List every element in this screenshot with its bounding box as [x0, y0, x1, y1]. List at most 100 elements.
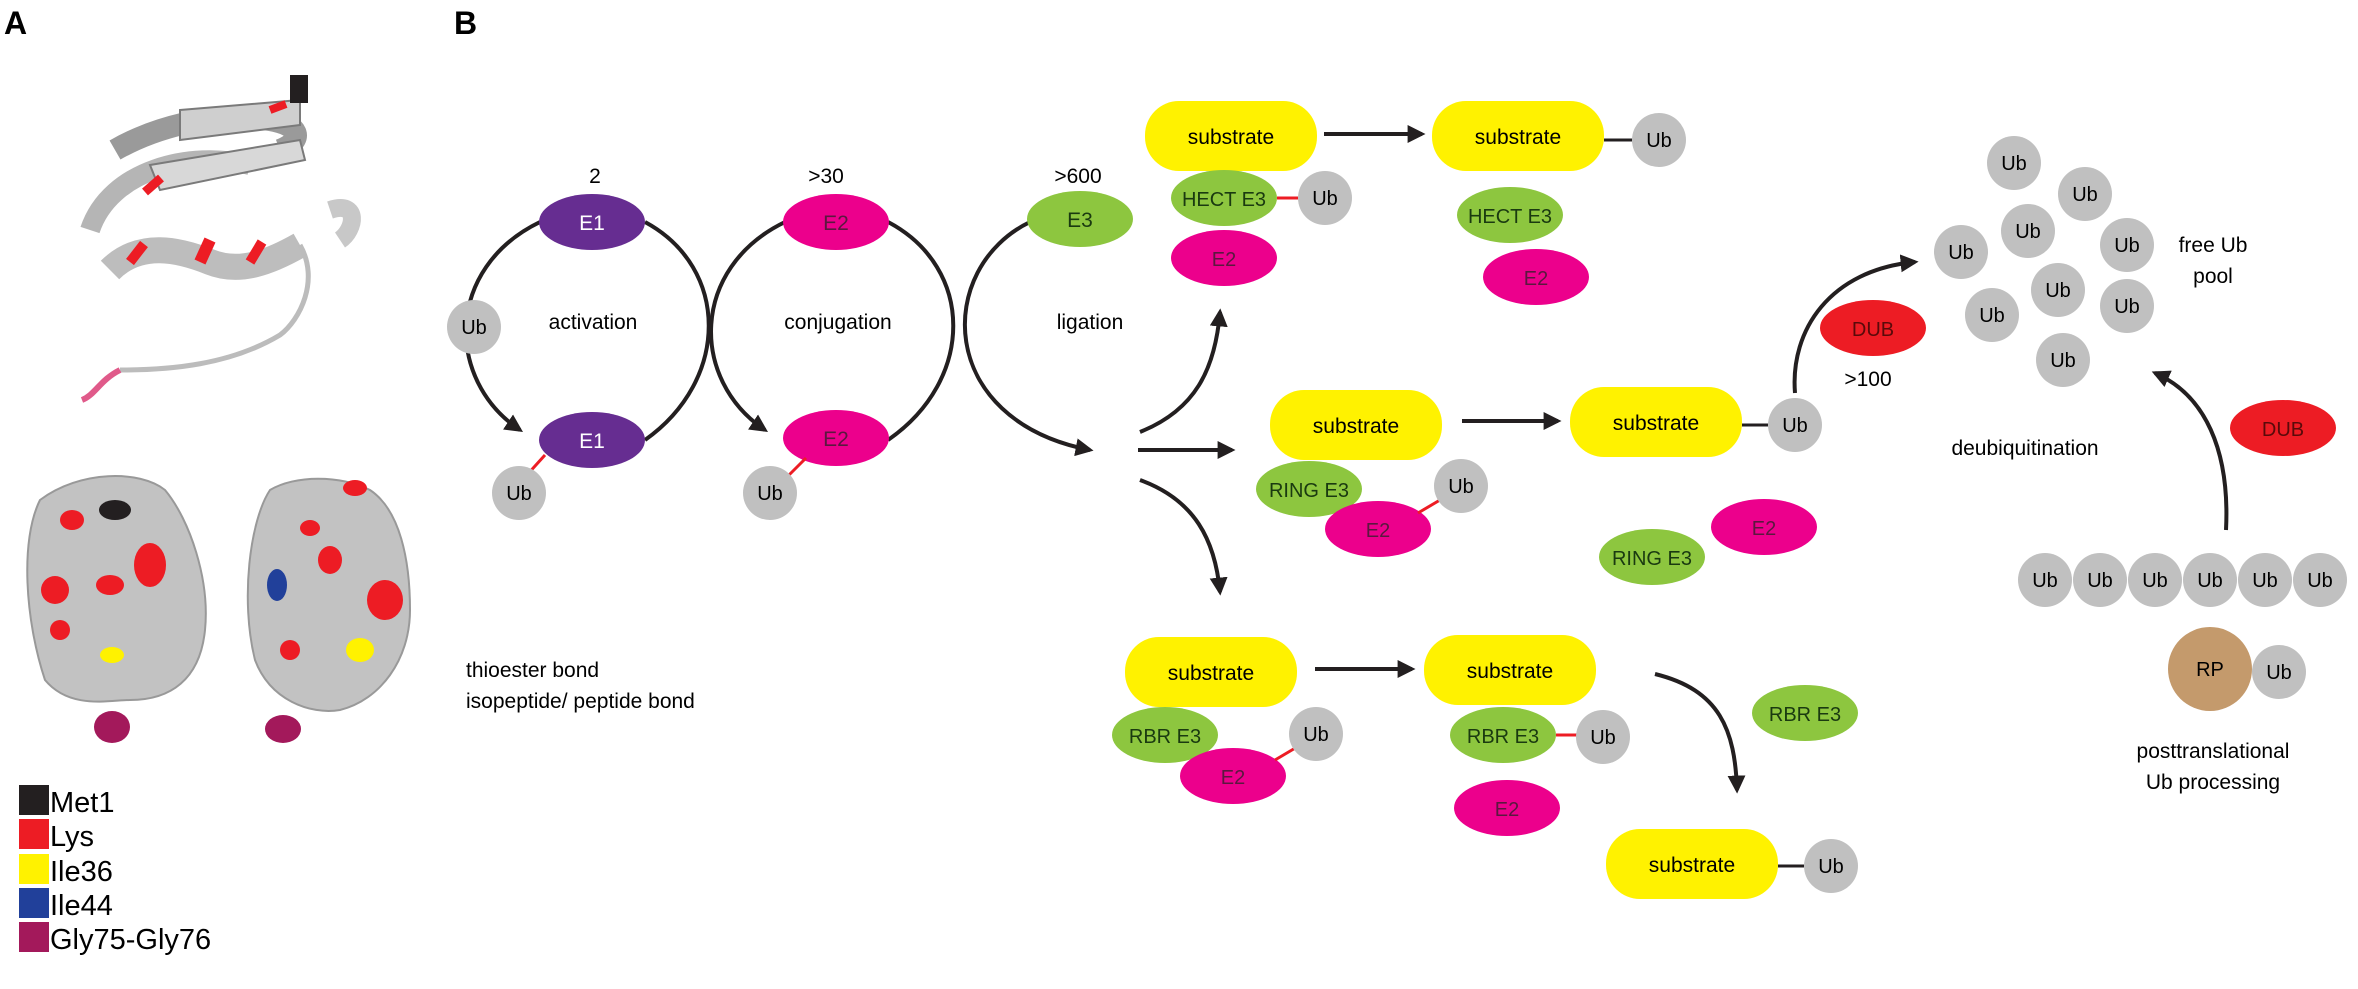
e2-top-label: E2 [823, 212, 849, 235]
pool-ub: Ub [2058, 167, 2112, 221]
hect-e2-2: E2 [1483, 249, 1589, 305]
svg-text:Ub: Ub [2252, 570, 2278, 592]
hect-substrate-2-label: substrate [1475, 126, 1561, 149]
dub-2-label: DUB [2262, 419, 2304, 441]
ring-e3-1: RING E3 [1256, 461, 1362, 517]
rp-label: RP [2196, 659, 2224, 681]
dub-1-label: DUB [1852, 319, 1894, 341]
thioester-bond-legend: thioester bond [466, 659, 599, 682]
legend-label-gly75-gly76: Gly75-Gly76 [50, 924, 211, 956]
e3-count: >600 [1054, 165, 1101, 188]
legend-label-ile44: Ile44 [50, 890, 113, 922]
hect-e3-1-label: HECT E3 [1182, 189, 1266, 211]
rbr-e3-2-label: RBR E3 [1467, 726, 1539, 748]
hect-substrate-2: substrate [1432, 101, 1604, 171]
ring-e3-1-label: RING E3 [1269, 480, 1349, 502]
ub-e1-bound-label: Ub [506, 483, 532, 505]
pool-ub: Ub [2036, 333, 2090, 387]
dub-2: DUB [2230, 400, 2336, 456]
processing-label-line2: Ub processing [2146, 771, 2280, 794]
ring-e3-2-label: RING E3 [1612, 548, 1692, 570]
legend-item-met1: Met1 [19, 785, 114, 819]
chain-ub: Ub [2183, 553, 2237, 607]
e1-bottom-label: E1 [579, 430, 605, 453]
dub-1: DUB [1820, 300, 1926, 356]
pool-ub: Ub [2100, 279, 2154, 333]
svg-text:Ub: Ub [2045, 280, 2071, 302]
deubiquitination-label: deubiquitination [1951, 437, 2098, 460]
ubiquitin-surface-right [246, 477, 412, 743]
ring-substrate-1: substrate [1270, 390, 1442, 460]
legend-label-ile36: Ile36 [50, 856, 113, 888]
ub-free-activation-label: Ub [461, 317, 487, 339]
hect-substrate-1-label: substrate [1188, 126, 1274, 149]
rbr-substrate-1: substrate [1125, 637, 1297, 707]
conjugation-cycle-right-arc [886, 220, 956, 442]
legend-label-met1: Met1 [50, 787, 114, 819]
branch-arrow-hect [1139, 308, 1228, 434]
hect-e2-1-label: E2 [1212, 249, 1236, 271]
activation-cycle-right-arc [643, 220, 711, 442]
rbr-e2-2-label: E2 [1495, 799, 1519, 821]
ring-e3-2: RING E3 [1599, 529, 1705, 585]
conjugation-cycle-left-arc [709, 220, 786, 433]
legend-item-ile44: Ile44 [19, 888, 113, 922]
rbr-substrate-2: substrate [1424, 635, 1596, 705]
ub-ring-bound: Ub [1434, 459, 1488, 513]
svg-text:Ub: Ub [2307, 570, 2333, 592]
rbr-e3-3-label: RBR E3 [1769, 704, 1841, 726]
ub-free-activation: Ub [447, 300, 501, 354]
chain-ub: Ub [2293, 553, 2347, 607]
e3-top: E3 [1027, 191, 1133, 247]
conjugation-label: conjugation [784, 311, 891, 334]
legend-item-ile36: Ile36 [19, 854, 113, 888]
chain-ub: Ub [2018, 553, 2072, 607]
pool-ub: Ub [2001, 204, 2055, 258]
e1-top-label: E1 [579, 212, 605, 235]
rbr-substrate-3-label: substrate [1649, 854, 1735, 877]
isopeptide-bond-legend: isopeptide/ peptide bond [466, 690, 695, 713]
rbr-e2-ub-thioester-bond [1274, 745, 1298, 762]
rbr-e2-2: E2 [1454, 780, 1560, 836]
rbr-substrate-3: substrate [1606, 829, 1778, 899]
ub-ring-bound-label: Ub [1448, 476, 1474, 498]
legend-item-gly75-gly76: Gly75-Gly76 [19, 922, 211, 956]
ligation-label: ligation [1057, 311, 1124, 334]
pool-ub: Ub [2100, 218, 2154, 272]
ubiquitin-ribbon-structure [80, 75, 361, 403]
ub-hect-product-label: Ub [1646, 130, 1672, 152]
rbr-e3-1-label: RBR E3 [1129, 726, 1201, 748]
pool-ub: Ub [1934, 225, 1988, 279]
rbr-e2-1: E2 [1180, 748, 1286, 804]
residue-legend: Met1 Lys Ile36 Ile44 Gly75-Gly76 [19, 785, 211, 956]
processing-label-line1: posttranslational [2137, 740, 2290, 763]
ring-e2-ub-thioester-bond [1417, 498, 1441, 515]
svg-text:Ub: Ub [2142, 570, 2168, 592]
panel-a-label: A [4, 5, 27, 41]
ub-e2-bound-label: Ub [757, 483, 783, 505]
pool-ub: Ub [1987, 136, 2041, 190]
ub-e1-bound: Ub [492, 466, 546, 520]
ring-substrate-2-label: substrate [1613, 412, 1699, 435]
e2-count: >30 [808, 165, 844, 188]
rbr-e3-2: RBR E3 [1450, 707, 1556, 763]
e2-bottom-label: E2 [823, 428, 849, 451]
legend-label-lys: Lys [50, 821, 94, 853]
legend-item-lys: Lys [19, 819, 94, 853]
hect-e3-2-label: HECT E3 [1468, 206, 1552, 228]
hect-substrate-1: substrate [1145, 101, 1317, 171]
processing-arrow [2151, 370, 2229, 531]
ub-rbr-product-label: Ub [1818, 856, 1844, 878]
free-ub-pool-label-line2: pool [2193, 265, 2233, 288]
polyubiquitin-chain: Ub Ub Ub Ub Ub Ub [2018, 553, 2347, 607]
svg-text:Ub: Ub [2197, 570, 2223, 592]
ring-e2-2-label: E2 [1752, 518, 1776, 540]
ring-e2-1-label: E2 [1366, 520, 1390, 542]
dub-count: >100 [1844, 368, 1891, 391]
svg-text:Ub: Ub [2050, 350, 2076, 372]
svg-text:Ub: Ub [2032, 570, 2058, 592]
e1-count: 2 [589, 165, 601, 188]
svg-text:Ub: Ub [2114, 235, 2140, 257]
e1-top: E1 [539, 194, 645, 250]
